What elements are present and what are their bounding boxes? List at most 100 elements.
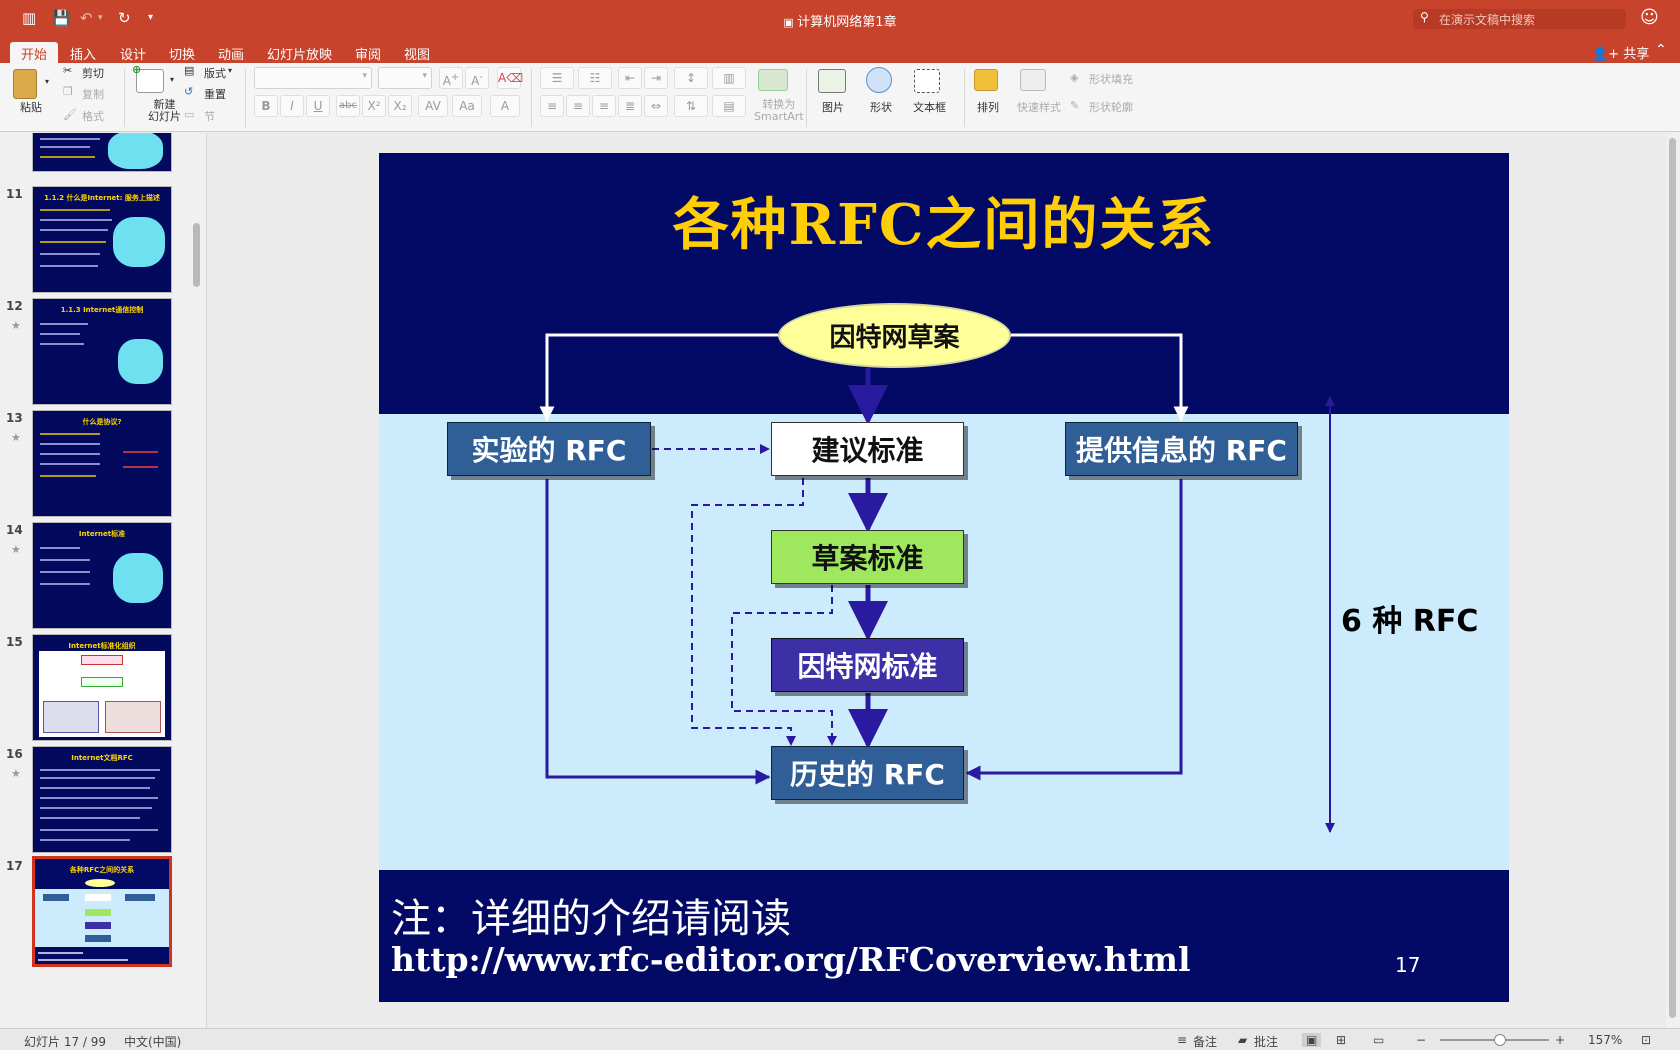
justify-icon[interactable]: ≣ (618, 95, 642, 117)
zoom-slider[interactable] (1440, 1034, 1549, 1046)
shape-fill-button[interactable]: 形状填充 (1089, 73, 1133, 86)
align-right-icon[interactable]: ≡ (592, 95, 616, 117)
undo-dropdown-icon[interactable]: ▾ (98, 13, 103, 23)
tab-design[interactable]: 设计 (120, 48, 147, 63)
node-proposed-standard[interactable]: 建议标准 (771, 422, 964, 476)
section-icon[interactable]: ▭ (184, 108, 195, 121)
cut-button[interactable]: 剪切 (82, 67, 104, 80)
zoom-level[interactable]: 157% (1588, 1033, 1623, 1047)
columns-icon[interactable]: ▥ (712, 67, 746, 89)
slide-thumbnail-17[interactable]: 各种RFC之间的关系 (32, 856, 172, 967)
copy-button[interactable]: 复制 (82, 88, 104, 101)
comments-button[interactable]: 批注 (1254, 1035, 1279, 1049)
reading-view-icon[interactable]: ▭ (1373, 1033, 1385, 1047)
decrease-indent-icon[interactable]: ⇤ (618, 67, 642, 89)
fit-to-window-icon[interactable]: ⊡ (1641, 1033, 1652, 1047)
redo-icon[interactable]: ↻ (118, 9, 131, 27)
slide-thumbnail-16[interactable]: Internet文档RFC (32, 746, 172, 853)
convert-smartart-button[interactable]: 转换为 SmartArt (754, 98, 804, 123)
textbox-button[interactable]: 文本框 (913, 101, 946, 114)
superscript-icon[interactable]: X² (362, 95, 386, 117)
textbox-icon[interactable] (914, 69, 940, 93)
slide-thumbnail-10[interactable] (32, 133, 172, 172)
slide-thumbnail-12[interactable]: 1.1.3 Internet通信控制 (32, 298, 172, 405)
tab-transitions[interactable]: 切换 (169, 48, 196, 63)
copy-icon[interactable]: ❐ (63, 85, 73, 98)
slide-thumbnail-15[interactable]: Internet标准化组织 (32, 634, 172, 741)
align-text-icon[interactable]: ▤ (712, 95, 746, 117)
shape-fill-icon[interactable]: ◈ (1070, 71, 1079, 84)
bold-icon[interactable]: B (254, 95, 278, 117)
tab-view[interactable]: 视图 (404, 48, 431, 63)
decrease-font-icon[interactable]: A- (465, 67, 489, 89)
comments-icon[interactable]: ▰ (1238, 1033, 1248, 1047)
six-rfc-label[interactable]: 6 种 RFC (1341, 604, 1479, 639)
font-family-select[interactable] (254, 67, 372, 89)
text-direction-icon[interactable]: ⇅ (674, 95, 708, 117)
section-button[interactable]: 节 (204, 110, 215, 123)
picture-icon[interactable] (818, 69, 846, 93)
font-size-select[interactable] (378, 67, 432, 89)
node-draft-standard[interactable]: 草案标准 (771, 530, 964, 584)
node-informational-rfc[interactable]: 提供信息的 RFC (1065, 422, 1298, 476)
note-text[interactable]: 注：详细的介绍请阅读 (391, 896, 791, 942)
clear-format-icon[interactable]: A⌫ (497, 67, 523, 89)
new-slide-icon[interactable] (136, 69, 164, 93)
notes-button[interactable]: 备注 (1193, 1035, 1218, 1049)
reset-button[interactable]: 重置 (204, 88, 226, 101)
customize-toolbar-icon[interactable]: ▾ (148, 12, 154, 23)
paste-button[interactable]: 粘贴 (20, 101, 42, 114)
arrange-icon[interactable] (974, 69, 998, 91)
format-painter-button[interactable]: 格式 (82, 110, 104, 123)
subscript-icon[interactable]: X₂ (388, 95, 412, 117)
font-color-icon[interactable]: A (490, 95, 520, 117)
zoom-in-icon[interactable]: + (1555, 1033, 1566, 1047)
zoom-out-icon[interactable]: − (1416, 1033, 1427, 1047)
slide-sorter-icon[interactable]: ⊞ (1336, 1033, 1347, 1047)
align-center-icon[interactable]: ≡ (566, 95, 590, 117)
change-case-icon[interactable]: Aa (452, 95, 482, 117)
bullets-icon[interactable]: ☰ (540, 67, 574, 89)
slide-thumbnail-11[interactable]: 1.1.2 什么是Internet: 服务上描述 (32, 186, 172, 293)
slide-title[interactable]: 各种RFC之间的关系 (672, 192, 1216, 258)
reset-icon[interactable]: ↺ (184, 85, 194, 98)
note-url[interactable]: http://www.rfc-editor.org/RFCoverview.ht… (391, 940, 1191, 979)
tab-review[interactable]: 审阅 (355, 48, 382, 63)
layout-icon[interactable]: ▤ (184, 64, 195, 77)
editor-scrollbar-thumb[interactable] (1669, 138, 1676, 1018)
shape-outline-button[interactable]: 形状轮廓 (1089, 101, 1133, 114)
tab-slideshow[interactable]: 幻灯片放映 (267, 48, 333, 63)
underline-icon[interactable]: U (306, 95, 330, 117)
paste-dropdown-icon[interactable]: ▾ (45, 77, 50, 86)
tab-home[interactable]: 开始 (10, 42, 59, 63)
language-indicator[interactable]: 中文(中国) (124, 1035, 182, 1049)
search-input[interactable]: ⚲ 在演示文稿中搜索 (1413, 9, 1626, 29)
character-spacing-icon[interactable]: AV (418, 95, 448, 117)
slide-canvas[interactable]: 各种RFC之间的关系 (379, 153, 1509, 1002)
new-slide-button[interactable]: 新建 幻灯片 (148, 98, 181, 123)
cut-icon[interactable]: ✂ (63, 64, 73, 77)
distributed-icon[interactable]: ⇔ (644, 95, 668, 117)
strikethrough-icon[interactable]: abc (336, 95, 360, 117)
shape-icon[interactable] (866, 67, 892, 93)
slide-thumbnail-14[interactable]: Internet标准 (32, 522, 172, 629)
paste-icon[interactable] (13, 69, 37, 99)
zoom-slider-thumb[interactable] (1493, 1034, 1506, 1046)
thumbnail-scrollbar[interactable] (193, 223, 200, 287)
smartart-icon[interactable] (758, 69, 788, 91)
node-experimental-rfc[interactable]: 实验的 RFC (447, 422, 651, 476)
normal-view-icon[interactable]: ▣ (1302, 1033, 1322, 1047)
editor-scrollbar[interactable] (1666, 133, 1680, 1028)
undo-icon[interactable]: ↶ (80, 9, 93, 27)
layout-dropdown-icon[interactable]: ▾ (228, 66, 233, 75)
slide-thumbnail-13[interactable]: 什么是协议? (32, 410, 172, 517)
new-slide-dropdown-icon[interactable]: ▾ (170, 75, 175, 84)
arrange-button[interactable]: 排列 (977, 101, 999, 114)
collapse-ribbon-icon[interactable]: ⌃ (1655, 42, 1667, 58)
shape-outline-icon[interactable]: ✎ (1070, 99, 1080, 112)
format-painter-icon[interactable]: 🖌 (63, 108, 77, 121)
numbering-icon[interactable]: ☷ (578, 67, 612, 89)
tab-animations[interactable]: 动画 (218, 48, 245, 63)
quick-styles-button[interactable]: 快速样式 (1017, 101, 1061, 114)
line-spacing-icon[interactable]: ↕ (674, 67, 708, 89)
